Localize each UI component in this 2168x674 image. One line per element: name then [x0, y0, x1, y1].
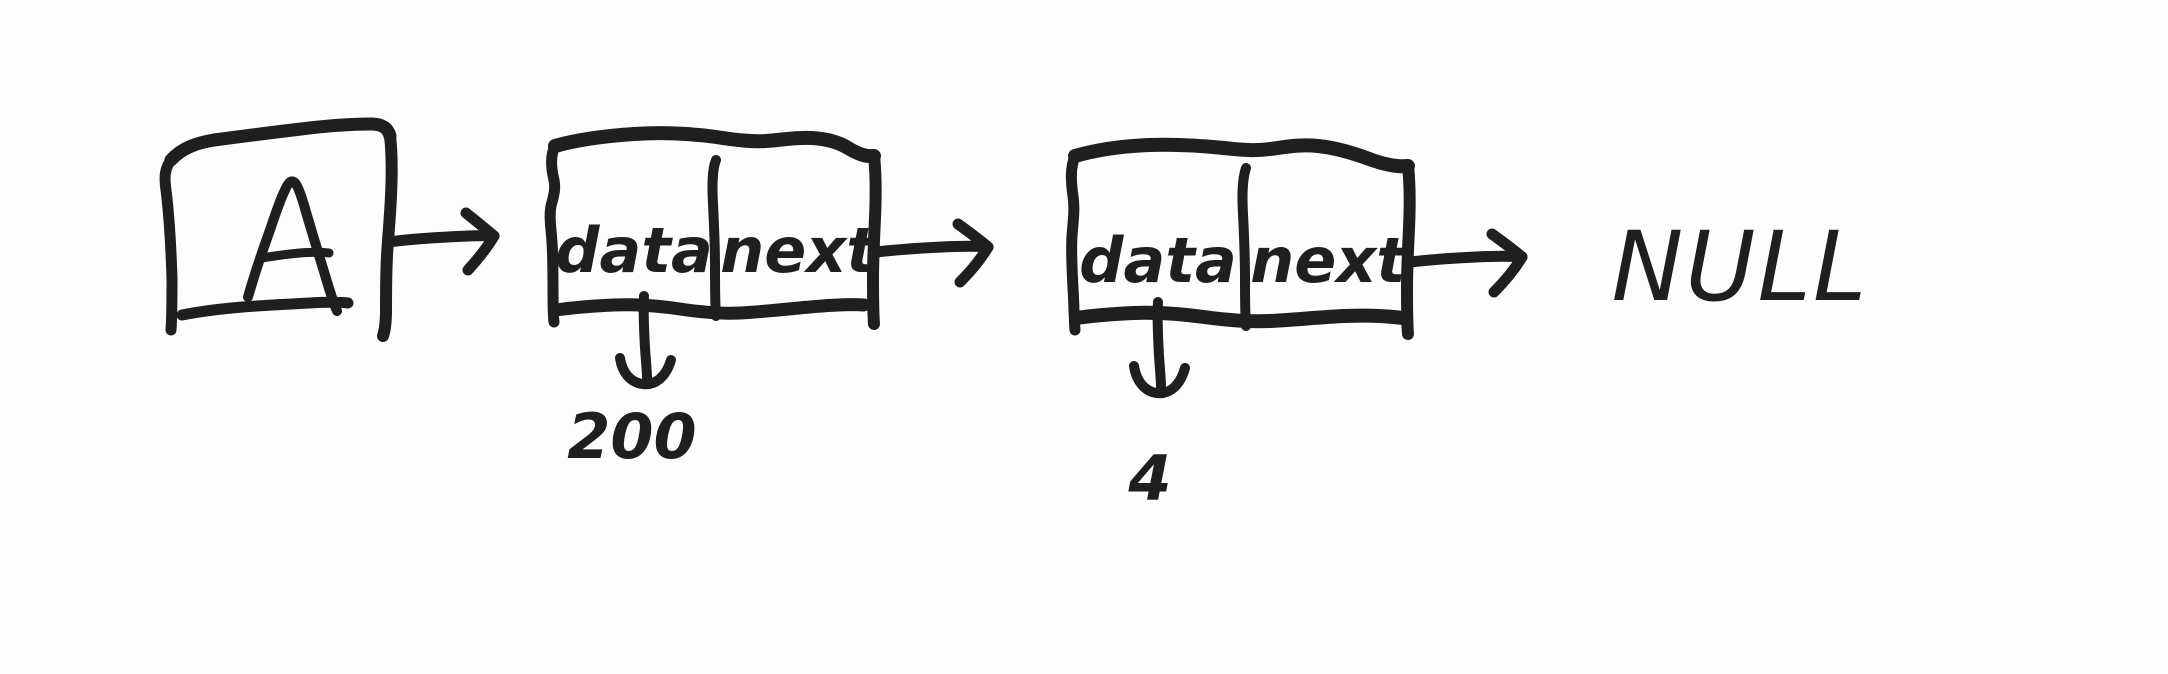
node-1-next-label: next	[720, 214, 878, 287]
value-arrow-node2: 4	[1127, 297, 1190, 515]
head-box-top-wall	[164, 117, 397, 167]
arrow-node1-to-node2	[870, 218, 994, 288]
head-label-A-crossbar	[257, 247, 334, 263]
node-1-cell-divider	[707, 155, 721, 321]
null-label: NULL	[1611, 211, 1868, 323]
node-2-data-label: data	[1079, 224, 1237, 297]
arrow-3-shaft	[1404, 250, 1528, 268]
value-arrow-node1: 200	[567, 291, 697, 473]
arrow-2-head-lower	[954, 241, 994, 288]
arrow-head-to-node1	[382, 207, 500, 276]
value-arrow-1-shaft	[638, 291, 652, 383]
node-2-right-wall	[1401, 160, 1416, 340]
node-2-value: 4	[1127, 442, 1171, 515]
head-label-A-stroke-left	[243, 176, 342, 316]
null-terminator: NULL	[1611, 211, 1868, 323]
head-pointer-box: A	[159, 117, 398, 342]
node-1-bottom-wall	[549, 298, 871, 320]
arrow-3-head-lower	[1488, 251, 1528, 298]
value-arrow-1-hook	[615, 353, 676, 390]
arrow-1-head-lower	[462, 230, 500, 276]
node-2-next-label: next	[1250, 224, 1408, 297]
node-2-bottom-wall	[1069, 305, 1409, 329]
arrow-1-shaft	[382, 230, 500, 248]
node-1-top-wall	[548, 126, 881, 164]
value-arrow-2-shaft	[1152, 297, 1166, 393]
node-1: data next	[544, 126, 882, 330]
arrow-node2-to-null	[1404, 228, 1528, 298]
node-1-value: 200	[567, 400, 696, 473]
node-1-data-label: data	[555, 214, 713, 287]
node-2-cell-divider	[1237, 163, 1251, 331]
arrow-2-shaft	[870, 240, 994, 258]
value-arrow-2-hook	[1129, 361, 1190, 399]
node-1-left-wall	[544, 140, 561, 328]
node-2-top-wall	[1068, 137, 1415, 174]
head-box-left-wall	[159, 154, 178, 336]
node-2-left-wall	[1065, 150, 1081, 336]
node-2: data next	[1065, 137, 1416, 340]
head-box-right-wall	[377, 130, 398, 342]
